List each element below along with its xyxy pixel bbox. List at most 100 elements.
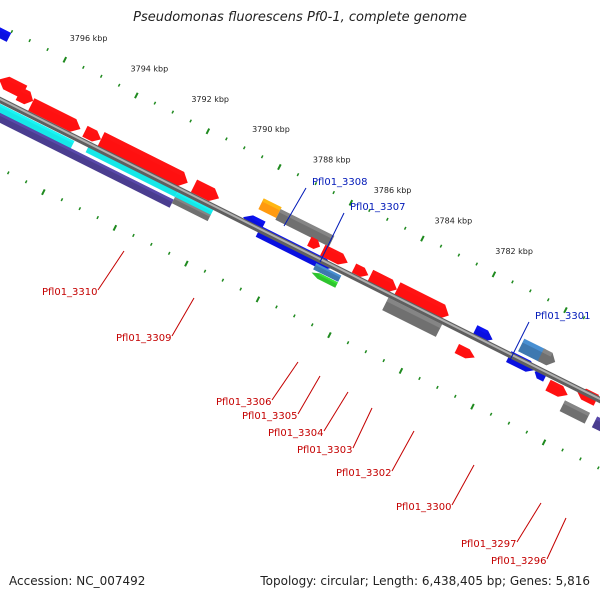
- kbp-label: 3794 kbp: [131, 64, 169, 73]
- tick-inner: [398, 367, 404, 375]
- gene-arrow-highlight: [457, 344, 470, 353]
- gene-box: [559, 400, 591, 424]
- gene-arrow: [545, 379, 568, 397]
- gene-box-highlight: [315, 263, 342, 278]
- tick-outer: [242, 146, 246, 150]
- gene-box-highlight: [0, 27, 12, 36]
- tick-inner: [470, 403, 475, 410]
- tick-inner: [507, 421, 511, 425]
- gene-label: Pfl01_3308: [312, 177, 368, 188]
- tick-inner: [364, 349, 368, 354]
- tick-outer: [475, 262, 479, 266]
- tick-outer: [348, 199, 354, 206]
- gene-label: Pfl01_3310: [42, 287, 98, 298]
- gene-label: Pfl01_3307: [350, 202, 406, 213]
- gene-arrow-highlight: [319, 273, 338, 285]
- tick-inner: [239, 287, 243, 291]
- tick-inner: [436, 385, 439, 390]
- backbone-highlight: [0, 97, 600, 401]
- tick-outer: [582, 316, 586, 320]
- gene-arrow: [393, 282, 449, 320]
- tick-outer: [296, 172, 300, 177]
- tick-outer: [28, 38, 32, 43]
- gene-band-highlight: [0, 103, 75, 144]
- gene-arrow: [190, 179, 220, 202]
- tick-outer: [403, 226, 407, 230]
- gene-label: Pfl01_3305: [242, 411, 298, 422]
- tick-inner: [221, 278, 225, 282]
- tick-inner: [327, 331, 332, 339]
- tick-inner: [6, 171, 10, 175]
- gene-arrow-highlight: [398, 282, 446, 310]
- tick-outer: [332, 190, 336, 195]
- gene-box: [518, 338, 546, 362]
- gene-arrow-highlight: [371, 269, 393, 284]
- tick-inner: [255, 296, 261, 303]
- gene-arrow: [320, 244, 348, 265]
- tick-outer: [314, 181, 318, 186]
- tick-inner: [579, 457, 582, 461]
- gene-label-leader: [391, 430, 415, 472]
- gene-arrow: [366, 269, 397, 293]
- gene-box-highlight: [522, 338, 546, 354]
- gene-arrow-highlight: [32, 98, 77, 123]
- gene-arrow-highlight: [475, 325, 489, 334]
- tick-outer: [457, 253, 461, 257]
- gene-arrow-highlight: [7, 76, 28, 90]
- gene-label-leader: [283, 187, 307, 227]
- tick-outer: [385, 217, 389, 222]
- gene-box: [313, 263, 342, 282]
- gene-arrow: [258, 198, 282, 219]
- gene-arrow: [311, 272, 338, 288]
- gene-label-leader: [97, 250, 125, 291]
- gene-box: [275, 209, 335, 247]
- kbp-label: 3782 kbp: [495, 247, 533, 256]
- tick-inner: [184, 260, 189, 267]
- tick-marks: [6, 29, 600, 470]
- tick-outer: [82, 65, 85, 70]
- gene-label: Pfl01_3301: [535, 311, 591, 322]
- gene-arrow: [28, 98, 81, 132]
- tick-outer: [225, 137, 228, 141]
- gene-features: [0, 27, 600, 432]
- tick-outer: [420, 235, 425, 242]
- tick-outer: [260, 155, 264, 159]
- gene-label-leader: [323, 391, 349, 432]
- tick-outer: [10, 29, 14, 34]
- tick-outer: [511, 280, 514, 284]
- gene-arrow-highlight: [354, 263, 365, 271]
- gene-band: [171, 196, 211, 222]
- tick-outer: [205, 128, 211, 135]
- gene-box-highlight: [386, 297, 443, 329]
- gene-arrow-highlight: [310, 236, 318, 243]
- gene-label: Pfl01_3306: [216, 397, 272, 408]
- tick-inner: [60, 198, 64, 202]
- tick-outer: [529, 289, 532, 293]
- tick-inner: [41, 188, 46, 196]
- gene-arrow-highlight: [195, 179, 216, 193]
- gene-label-leader: [546, 517, 567, 560]
- gene-label-leader: [171, 297, 195, 337]
- gene-band: [174, 192, 214, 216]
- gene-arrow-highlight: [102, 132, 185, 177]
- accession-text: Accession: NC_007492: [9, 574, 146, 588]
- kbp-label: 3784 kbp: [434, 216, 472, 225]
- tick-outer: [277, 163, 282, 171]
- tick-outer: [368, 208, 371, 213]
- gene-label: Pfl01_3296: [491, 556, 547, 567]
- tick-inner: [149, 242, 153, 247]
- genome-summary-text: Topology: circular; Length: 6,438,405 bp…: [260, 574, 590, 588]
- tick-inner: [112, 224, 118, 231]
- tick-outer: [189, 119, 192, 123]
- gene-arrow: [351, 263, 369, 277]
- gene-label: Pfl01_3302: [336, 468, 392, 479]
- tick-outer: [153, 101, 157, 105]
- kbp-label: 3788 kbp: [313, 156, 351, 165]
- map-title: Pseudomonas fluorescens Pf0-1, complete …: [133, 10, 467, 25]
- gene-arrow-highlight: [262, 198, 282, 211]
- tick-inner: [24, 180, 28, 184]
- kbp-label: 3792 kbp: [191, 95, 229, 104]
- tick-inner: [293, 314, 296, 318]
